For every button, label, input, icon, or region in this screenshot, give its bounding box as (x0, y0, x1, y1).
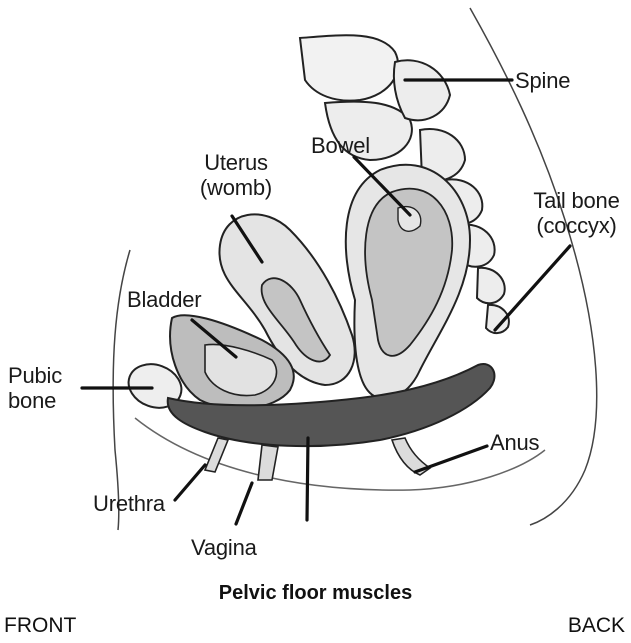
caption: Pelvic floor muscles (0, 582, 631, 605)
label-vagina: Vagina (191, 535, 257, 560)
label-bowel: Bowel (311, 133, 370, 158)
bowel (346, 165, 470, 399)
label-pubic-line2: bone (8, 388, 62, 413)
label-uterus: Uterus (womb) (182, 150, 290, 200)
label-pubic-bone: Pubic bone (8, 363, 62, 413)
label-front: FRONT (4, 614, 76, 638)
label-bladder: Bladder (127, 287, 201, 312)
label-uterus-line2: (womb) (182, 175, 290, 200)
label-spine: Spine (515, 68, 570, 93)
label-anus: Anus (490, 430, 539, 455)
label-tailbone-line2: (coccyx) (522, 213, 631, 238)
label-uterus-line1: Uterus (182, 150, 290, 175)
label-tailbone-line1: Tail bone (522, 188, 631, 213)
label-urethra: Urethra (93, 491, 165, 516)
label-back: BACK (568, 614, 625, 638)
label-tailbone: Tail bone (coccyx) (522, 188, 631, 238)
label-pubic-line1: Pubic (8, 363, 62, 388)
